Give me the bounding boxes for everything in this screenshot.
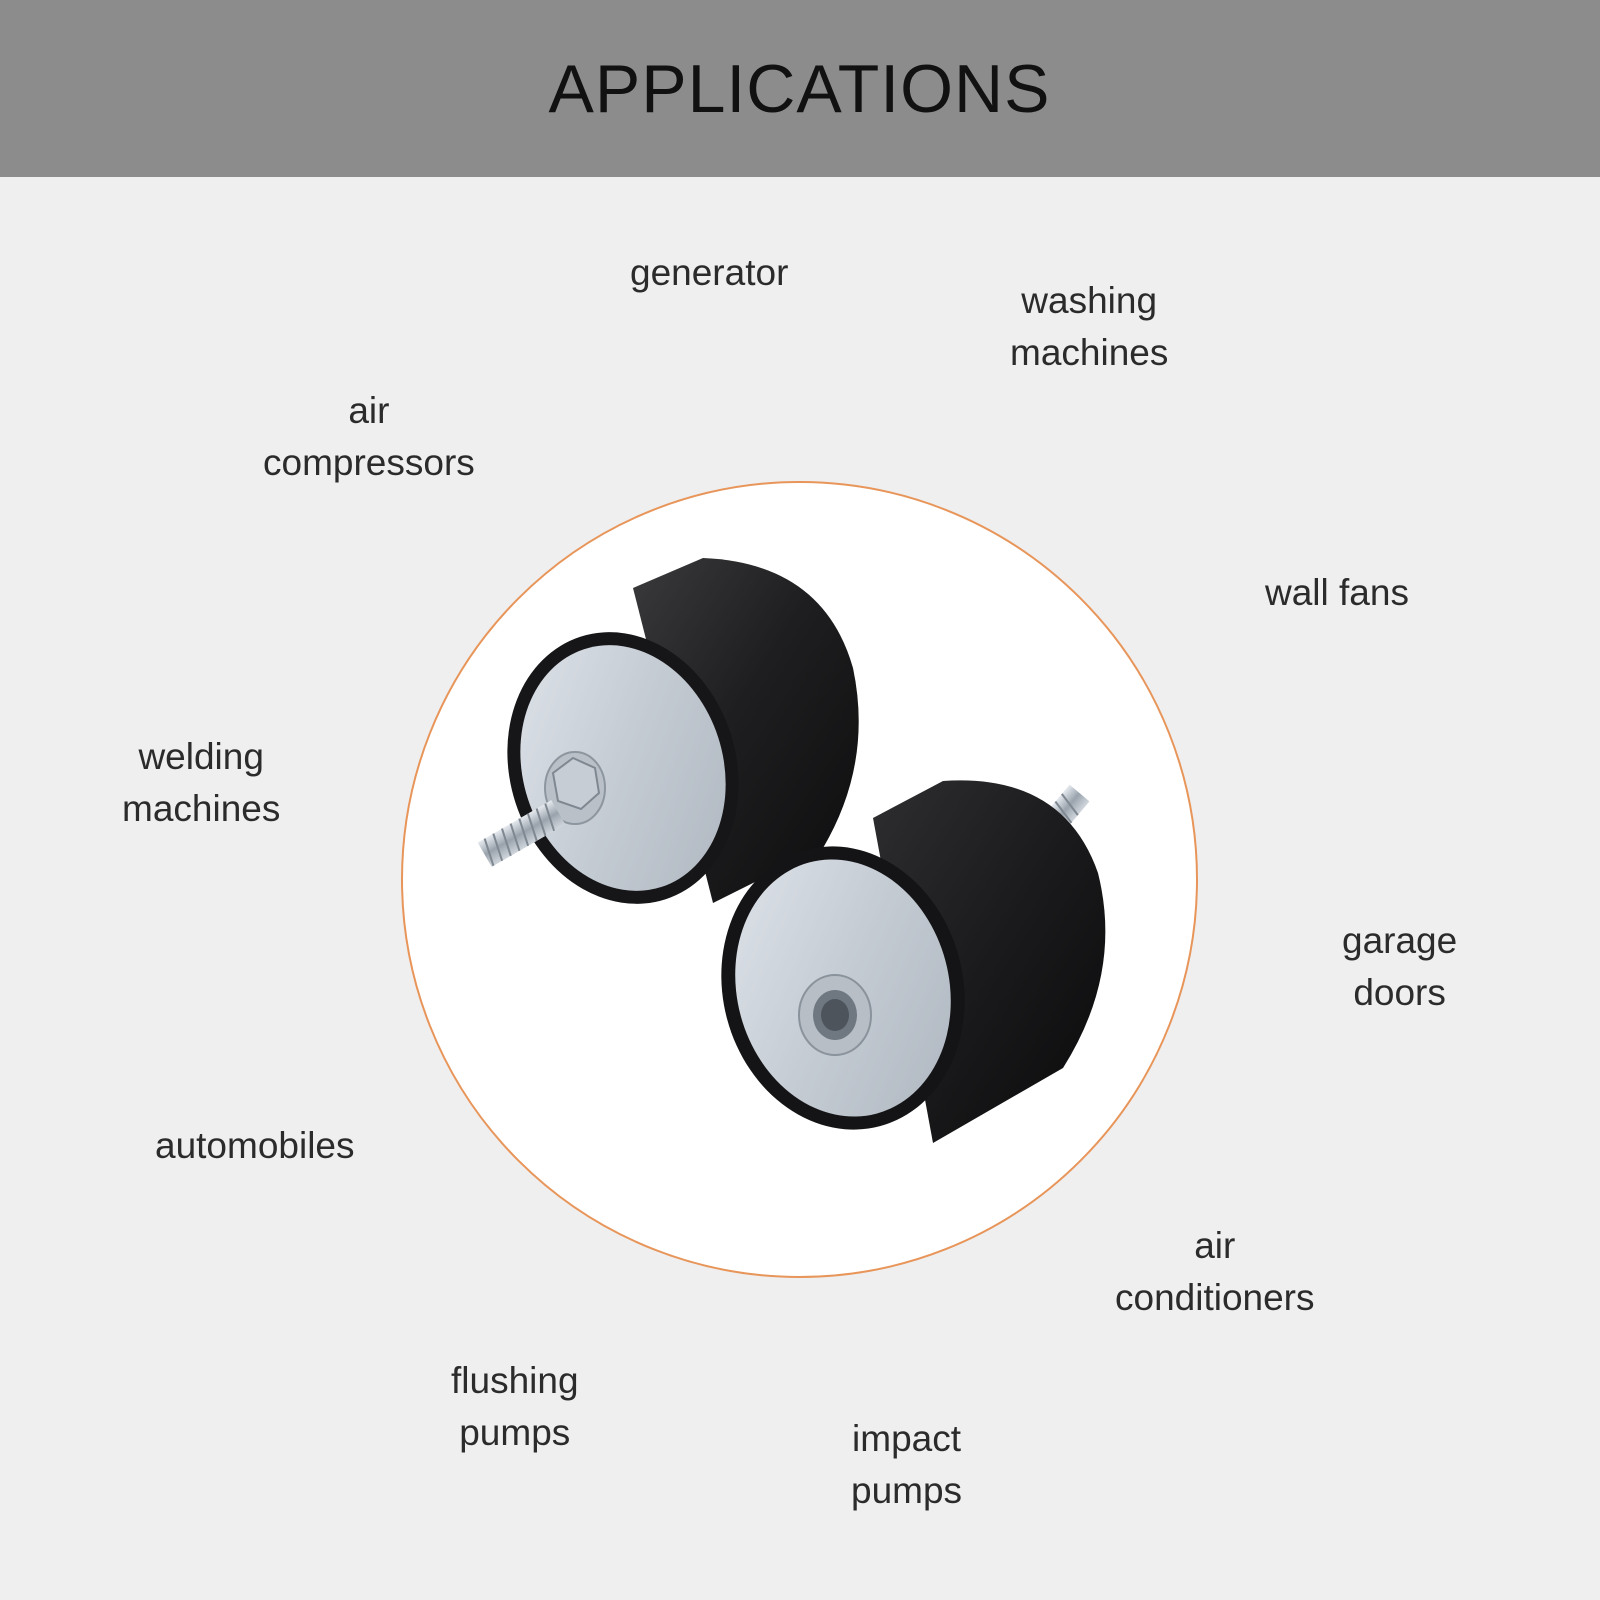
- page-title: APPLICATIONS: [548, 50, 1051, 127]
- application-label-garage-doors: garage doors: [1342, 920, 1458, 1013]
- application-label-air-conditioners: air conditioners: [1115, 1225, 1315, 1318]
- application-label-flushing-pumps: flushing pumps: [451, 1360, 579, 1453]
- rubber-anti-vibration-mount-icon: [477, 558, 1106, 1143]
- application-label-wall-fans: wall fans: [1265, 572, 1409, 613]
- application-label-automobiles: automobiles: [155, 1125, 355, 1166]
- application-label-air-compressors: air compressors: [263, 390, 475, 483]
- application-label-impact-pumps: impact pumps: [851, 1418, 963, 1511]
- application-label-generator: generator: [630, 252, 789, 293]
- application-label-welding-machines: welding machines: [122, 736, 281, 829]
- product-image-circle: [401, 481, 1198, 1278]
- application-label-washing-machines: washing machines: [1010, 280, 1169, 373]
- header-bar: APPLICATIONS: [0, 0, 1600, 177]
